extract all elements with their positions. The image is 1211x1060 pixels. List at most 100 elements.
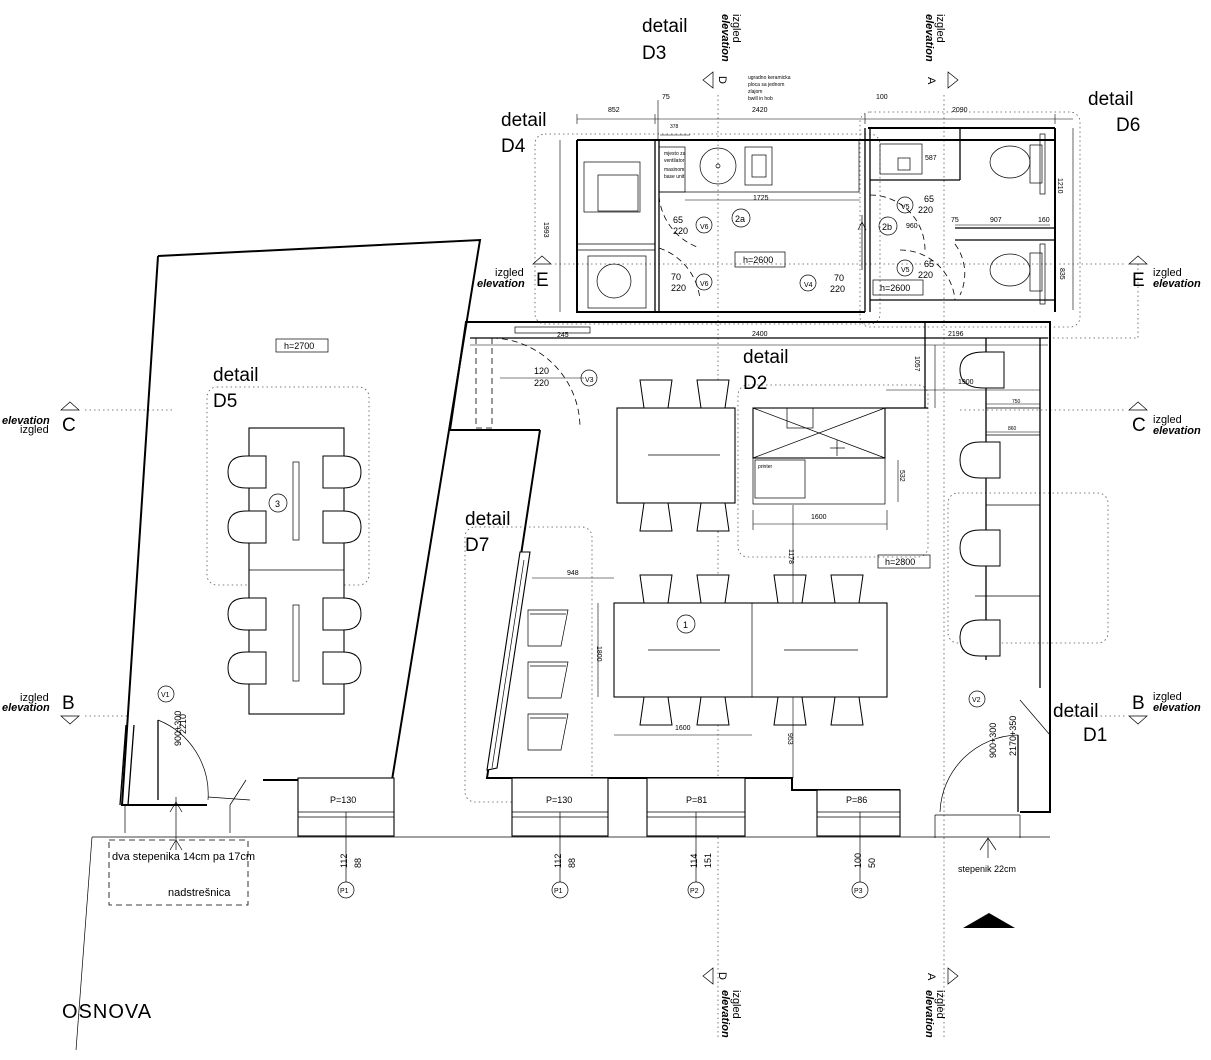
- door-v5a-tag: V5: [901, 204, 910, 211]
- detail-d3-code: D3: [642, 43, 666, 64]
- dim-100: 100: [876, 94, 888, 101]
- elevation-english-c-right: elevation: [1153, 425, 1201, 437]
- step-right-note: stepenik 22cm: [958, 864, 1016, 874]
- window-4-tag: P3: [854, 888, 863, 895]
- dim-1057: 1057: [913, 356, 920, 372]
- labels: detail D3 detail D4 detail D6 detail D5 …: [2, 14, 1201, 1038]
- dim-907: 907: [990, 217, 1002, 224]
- dim-860: 860: [1008, 426, 1017, 432]
- detail-d7-code: D7: [465, 535, 489, 556]
- note-vent-4: base unit: [664, 174, 685, 180]
- steps-left-note: dva stepenika 14cm pa 17cm: [112, 851, 255, 863]
- elevation-english-e-left: elevation: [477, 278, 525, 290]
- elevation-local-d-top: izgled: [730, 14, 742, 43]
- elevation-english-a-top: elevation: [923, 14, 935, 62]
- dim-245: 245: [557, 332, 569, 339]
- dim-1178: 1178: [787, 549, 794, 564]
- window-3-tag: P2: [690, 888, 699, 895]
- elevation-english-b-left: elevation: [2, 702, 50, 714]
- detail-d4-code: D4: [501, 136, 526, 157]
- elevation-english-c-left: elevation: [2, 415, 50, 427]
- mark-c-right: C: [1132, 415, 1146, 436]
- conference-room: [119, 238, 482, 851]
- window-3-top: 151: [703, 853, 713, 868]
- dim-1900: 1900: [958, 379, 974, 386]
- door-v2-tag: V2: [972, 697, 981, 704]
- door-v4-w: 70: [834, 273, 844, 283]
- mark-c-left: C: [62, 415, 76, 436]
- mark-e-left: E: [536, 270, 549, 291]
- dim-852: 852: [608, 107, 620, 114]
- window-4-label: P=86: [846, 795, 867, 805]
- note-vent-1: mjesto za: [664, 151, 686, 157]
- elevation-local-b-left: izgled: [20, 692, 49, 704]
- mark-a-top: A: [925, 77, 937, 85]
- dim-587: 587: [925, 155, 937, 162]
- dim-2400: 2400: [752, 331, 768, 338]
- room-tag-2b: 2b: [882, 222, 892, 232]
- elevation-english-d-bottom: elevation: [719, 990, 731, 1038]
- window-2-top: 88: [567, 858, 577, 868]
- room-tag-1: 1: [683, 620, 688, 630]
- elevation-local-c-left: izgled: [20, 424, 49, 436]
- elevation-local-d-bottom: izgled: [730, 990, 742, 1019]
- note-top-4: bwill in hob: [748, 96, 773, 102]
- dim-2196: 2196: [948, 331, 964, 338]
- canopy: [108, 839, 249, 906]
- note-top-3: zlajom: [748, 89, 762, 95]
- elevation-local-e-right: izgled: [1153, 267, 1182, 279]
- window-1-top: 88: [353, 858, 363, 868]
- window-1-sill: 112: [339, 854, 349, 868]
- elevation-local-e-left: izgled: [495, 267, 524, 279]
- window-1-tag: P1: [340, 888, 349, 895]
- detail-d5-code: D5: [213, 391, 237, 412]
- window-4-top: 50: [867, 858, 877, 868]
- detail-d2-code: D2: [743, 373, 767, 394]
- door-v2-h: 2170+350: [1008, 716, 1018, 756]
- section-guides: [85, 95, 1139, 1040]
- door-v4-h: 220: [830, 284, 845, 294]
- detail-d5-word: detail: [213, 365, 258, 386]
- dim-953: 953: [786, 733, 793, 745]
- height-conference: h=2700: [284, 341, 314, 351]
- facade-windows: [297, 777, 901, 899]
- door-v5b-tag: V5: [901, 267, 910, 274]
- elevation-local-a-top: izgled: [934, 14, 946, 43]
- note-vent-3: masinom: [664, 167, 684, 173]
- room-tag-2a: 2a: [735, 214, 745, 224]
- dim-750: 750: [1012, 399, 1021, 405]
- plan-title: OSNOVA: [62, 1001, 152, 1023]
- window-2-tag: P1: [554, 888, 563, 895]
- door-v1-tag: V1: [161, 692, 170, 699]
- door-v1-size: 900+300: [173, 711, 183, 746]
- elevation-english-b-right: elevation: [1153, 702, 1201, 714]
- door-v6b-h: 220: [671, 283, 686, 293]
- detail-d7-word: detail: [465, 509, 510, 530]
- door-v6b-w: 70: [671, 272, 681, 282]
- door-v2-size: 900+300: [988, 723, 998, 758]
- window-2-label: P=130: [546, 795, 572, 805]
- site-lines: [75, 836, 1050, 1051]
- door-v3-w: 120: [534, 366, 549, 376]
- elevation-local-b-right: izgled: [1153, 691, 1182, 703]
- dim-378: 378: [670, 124, 679, 130]
- door-v5a-h: 220: [918, 205, 933, 215]
- window-2-sill: 112: [553, 854, 563, 868]
- detail-d4-word: detail: [501, 110, 546, 131]
- dimension-lines: [470, 100, 1074, 778]
- dim-948: 948: [567, 570, 579, 577]
- door-v6a-h: 220: [673, 226, 688, 236]
- mark-d-bottom: D: [716, 972, 728, 980]
- door-v6a-w: 65: [673, 215, 683, 225]
- dim-1725: 1725: [753, 195, 769, 202]
- door-v4-tag: V4: [804, 282, 813, 289]
- elevation-local-a-bottom: izgled: [934, 990, 946, 1019]
- door-v1-h: 2210: [178, 714, 188, 734]
- note-top-1: ugradno keramicka: [748, 75, 791, 81]
- mark-b-left: B: [62, 693, 75, 714]
- door-v3-h: 220: [534, 378, 549, 388]
- dim-75-b: 75: [951, 217, 959, 224]
- door-v5a-w: 65: [924, 194, 934, 204]
- elevation-local-c-right: izgled: [1153, 414, 1182, 426]
